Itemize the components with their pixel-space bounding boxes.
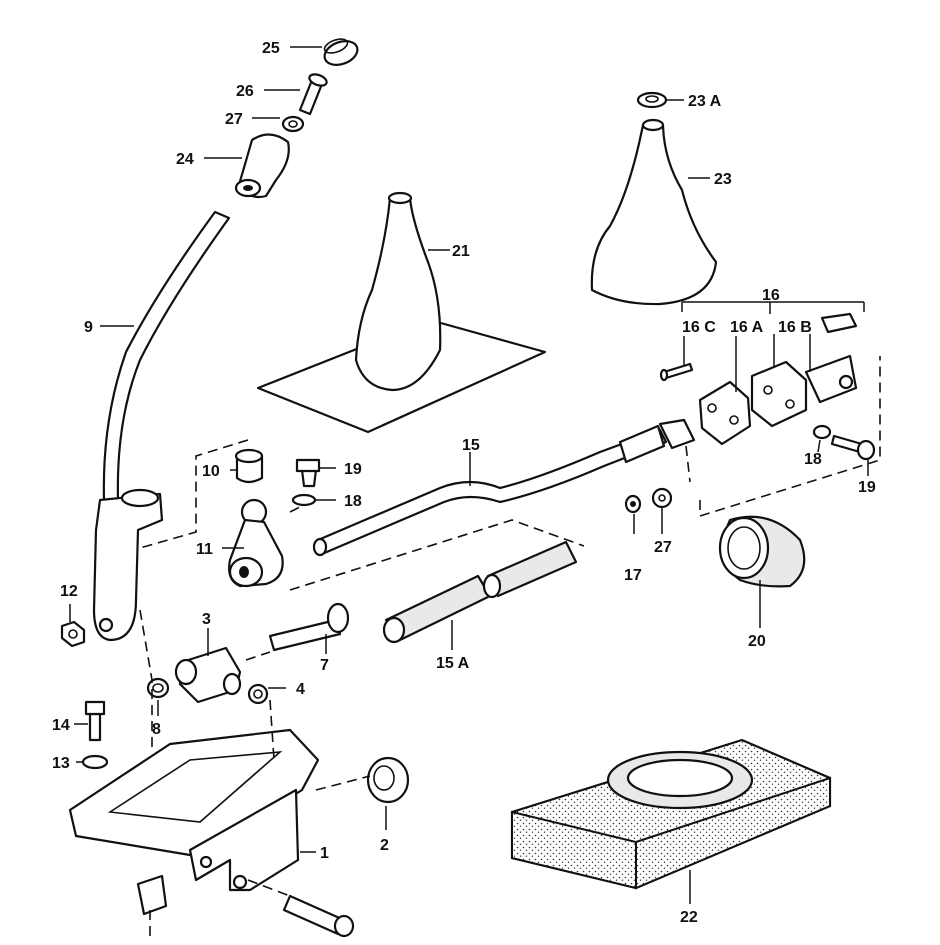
label-13: 13 [52, 755, 70, 772]
part-1-housing [68, 728, 320, 892]
part-21-boot [256, 191, 547, 434]
label-9: 9 [84, 319, 93, 336]
part-22-foam-block [510, 738, 832, 890]
label-16: 16 [762, 287, 780, 304]
callouts: 25 26 27 24 9 21 23 A 23 16 16 C 16 A 16… [52, 40, 876, 926]
part-13-washer [81, 754, 109, 770]
part-19-bolt-right [830, 434, 876, 461]
label-8: 8 [152, 721, 161, 738]
label-15a: 15 A [436, 655, 470, 672]
part-23-boot [590, 118, 718, 306]
part-27-washer-right [651, 487, 673, 509]
part-16c-bolt [659, 362, 694, 382]
part-11-joint [228, 498, 284, 588]
part-12-nut [60, 620, 86, 648]
part-18-washer-left [291, 493, 317, 507]
part-25-cap-nut [323, 38, 359, 66]
part-9-gear-lever [92, 210, 231, 642]
clip [136, 874, 168, 916]
assembly-lines [139, 356, 881, 940]
part-16-block [750, 360, 808, 428]
part-15-shift-rod [312, 418, 696, 557]
part-16b-bracket [804, 312, 858, 404]
label-22: 22 [680, 909, 698, 926]
part-15a-sleeves [289, 519, 585, 644]
label-19-left: 19 [344, 461, 362, 478]
label-16b: 16 B [778, 319, 812, 336]
label-3: 3 [202, 611, 211, 628]
part-27-washer-top [281, 115, 305, 133]
label-15: 15 [462, 437, 480, 454]
label-10: 10 [202, 463, 220, 480]
label-27-right: 27 [654, 539, 672, 556]
part-3-joint [174, 646, 242, 704]
label-4: 4 [296, 681, 305, 698]
label-23: 23 [714, 171, 732, 188]
label-18-left: 18 [344, 493, 362, 510]
label-19-right: 19 [858, 479, 876, 496]
label-23a: 23 A [688, 93, 722, 110]
part-14-screw [84, 700, 106, 742]
leader-lines [69, 46, 869, 904]
part-26-screw [298, 73, 328, 116]
label-18-right: 18 [804, 451, 822, 468]
part-2-plug [366, 756, 410, 804]
part-7-pin [268, 602, 350, 652]
label-21: 21 [452, 243, 470, 260]
label-24: 24 [176, 151, 194, 168]
part-16a-plate [698, 380, 752, 446]
label-11: 11 [196, 541, 213, 558]
label-1: 1 [320, 845, 329, 862]
label-25: 25 [262, 40, 280, 57]
part-18-washer-right [812, 424, 832, 440]
label-16a: 16 A [730, 319, 764, 336]
part-10-bushing [234, 448, 264, 484]
label-16c: 16 C [682, 319, 716, 336]
part-24-shift-knob [234, 133, 290, 199]
part-23a-ring [636, 91, 668, 109]
part-17-nut [624, 494, 642, 514]
label-14: 14 [52, 717, 70, 734]
part-8-ring [146, 677, 170, 699]
part-19-bolt-left [295, 458, 321, 488]
part-20-bellows [718, 515, 806, 588]
part-4-ring [247, 683, 269, 705]
label-27-top: 27 [225, 111, 243, 128]
label-7: 7 [320, 657, 329, 674]
label-12: 12 [60, 583, 78, 600]
label-20: 20 [748, 633, 766, 650]
label-17: 17 [624, 567, 642, 584]
label-2: 2 [380, 837, 389, 854]
bottom-bolt [282, 894, 355, 938]
label-26: 26 [236, 83, 254, 100]
